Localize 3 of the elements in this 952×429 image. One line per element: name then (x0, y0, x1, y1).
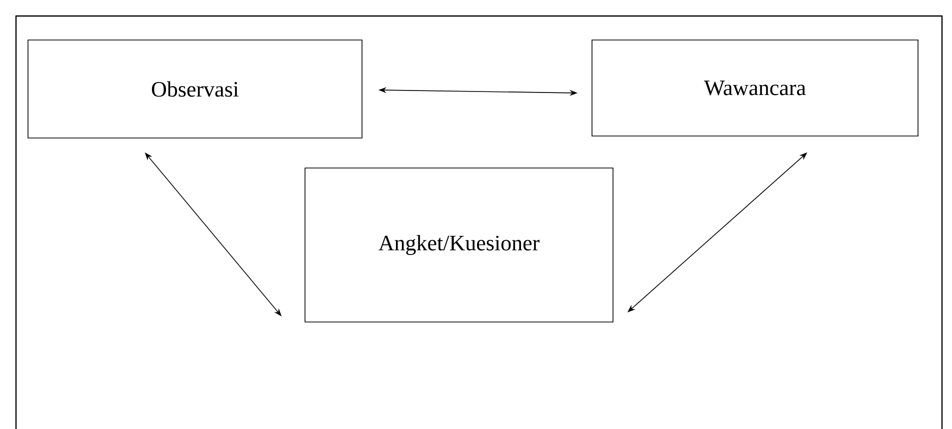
process-box: Observasi (28, 40, 362, 138)
process-box: Wawancara (592, 40, 918, 136)
process-box: Angket/Kuesioner (304, 168, 614, 322)
